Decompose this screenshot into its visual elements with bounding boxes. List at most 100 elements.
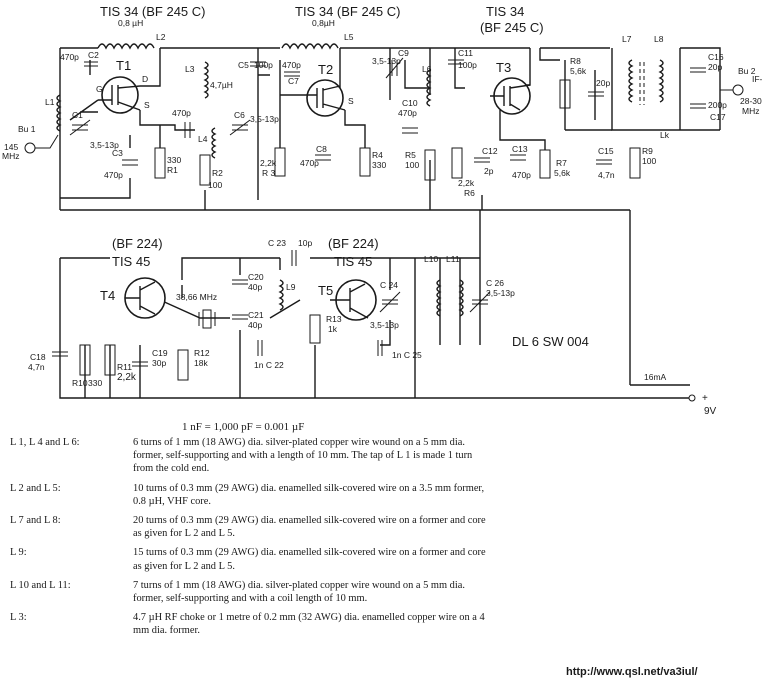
c23-label: C 23 [268,238,286,248]
plus-label: + [702,393,708,404]
c7-capacitor [284,71,300,77]
r3-label: R 3 [262,168,276,178]
lk-label: Lk [660,130,670,140]
note-text: 4.7 µH RF choke or 1 metre of 0.2 mm (32… [133,612,485,637]
r1-value: 330 [167,155,181,165]
r7-resistor [539,149,551,179]
r4-label: R4 [372,150,383,160]
bu2-connector[interactable] [732,84,744,96]
t2-label: T2 [318,62,333,77]
c20-label: C20 [248,272,264,282]
c20-capacitor [232,279,248,285]
c11-value: 100p [458,60,477,70]
r11-label: R11 [117,362,132,372]
c22-label: 1n C 22 [254,360,284,370]
r10-resistor [79,344,91,376]
bu1-connector[interactable] [24,142,36,154]
c24-label: C 24 [380,280,398,290]
t2-source: S [348,96,354,106]
r10-label: R10 [72,378,88,388]
r5-value: 100 [405,160,419,170]
c16-value: 20p [708,62,722,72]
note-key: L 3: [10,612,27,624]
supply-label: 9V [704,406,717,417]
l8-coil [658,59,664,103]
c3-capacitor [122,159,138,166]
t4-type: TIS 45 [112,254,150,269]
l9-coil [278,279,284,311]
note-key: L 1, L 4 and L 6: [10,437,80,448]
r8-resistor [559,79,571,109]
source-url[interactable]: http://www.qsl.net/va3iul/ [566,666,698,678]
if-label-c: MHz [742,106,759,116]
l5-coil [281,43,339,50]
t3-alt: (BF 245 C) [480,20,544,35]
note-row: L 10 and L 11:7 turns of 1 mm (18 AWG) d… [10,579,490,605]
c10-capacitor [402,127,418,134]
c6-trimmer [229,119,251,136]
c18-label: C18 [30,352,46,362]
l3-coil [203,61,209,99]
c6-label: C6 [234,110,245,120]
c17-label: C17 [710,112,726,122]
r8-value: 5,6k [570,66,587,76]
c18-capacitor [52,351,68,357]
r2-value: 100 [208,180,222,190]
c23-value: 10p [298,238,312,248]
c8-label: C8 [316,144,327,154]
c8-capacitor [315,154,331,161]
l2-coil [97,43,155,50]
crystal-freq: 38,66 MHz [176,292,217,302]
oscillator-wiring [59,210,690,399]
r12-resistor [177,349,189,381]
c16-capacitor [690,67,706,73]
c20-value: 40p [248,282,262,292]
c16-label: C16 [708,52,724,62]
c8-value: 470p [300,158,319,168]
t1-source: S [144,100,150,110]
c18-value: 4,7n [28,362,45,372]
r4-resistor [359,147,371,177]
c12-capacitor [474,157,490,163]
c2-value: 470p [60,52,79,62]
c4-value: 470p [172,108,191,118]
t4-label: T4 [100,288,115,303]
note-text: 20 turns of 0.3 mm (29 AWG) dia. enamell… [133,515,486,540]
r8-label: R8 [570,56,581,66]
t5-type: TIS 45 [334,254,372,269]
l1-coil [56,94,62,132]
note-row: L 2 and L 5:10 turns of 0.3 mm (29 AWG) … [10,482,490,508]
c15-value: 4,7n [598,170,615,180]
t2-type: TIS 34 (BF 245 C) [295,4,400,19]
l10-coil [436,279,442,317]
plus-terminal[interactable] [688,394,696,402]
current-label: 16mA [644,372,667,382]
c7-value: 470p [282,60,301,70]
c23-capacitor [291,250,297,266]
r3-resistor [274,147,286,177]
r4-value: 330 [372,160,386,170]
input-freq-b: MHz [2,151,19,161]
l3-value: 4,7µH [210,80,233,90]
l5-label: L5 [344,32,354,42]
model-label: DL 6 SW 004 [512,334,589,349]
power-section: 16mA + 9V [630,372,717,417]
c25-label: 1n C 25 [392,350,422,360]
oscillator-stage: (BF 224) TIS 45 T4 C18 4,7n R10 330 R11 … [28,236,589,388]
c17-value: 200p [708,100,727,110]
c24-value: 3,5-13p [370,320,399,330]
t3-type: TIS 34 [486,4,524,19]
l7-label: L7 [622,34,632,44]
c5-value: 100p [254,60,273,70]
t1-drain: D [142,74,148,84]
bu2-label: Bu 2 [738,66,756,76]
l10-label: L10 [424,254,438,264]
c12-value: 2p [484,166,494,176]
c2-label: C2 [88,50,99,60]
note-text: 7 turns of 1 mm (18 AWG) dia. silver-pla… [133,579,465,605]
c13-label: C13 [512,144,528,154]
c9-trimmer [385,57,404,79]
c4-capacitor [184,122,191,138]
c6-value: 3,5-13p [250,114,279,124]
l11-coil [458,279,464,317]
